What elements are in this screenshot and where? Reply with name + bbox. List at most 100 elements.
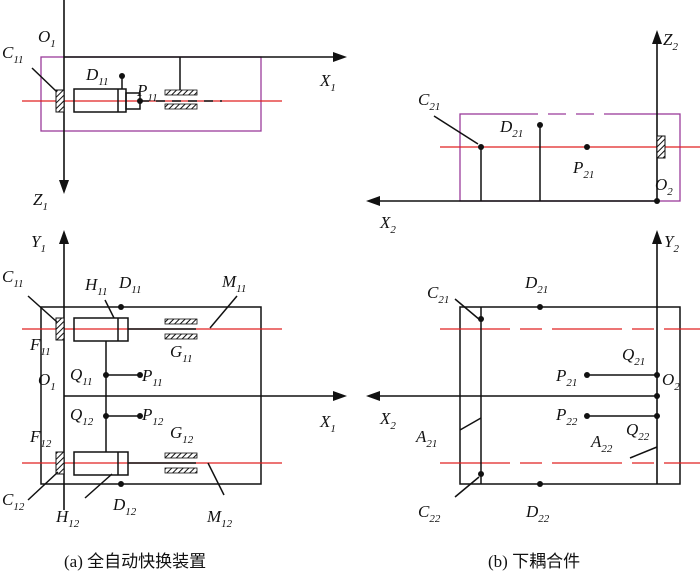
c22-point [478,471,484,477]
label-p11: P11 [136,81,158,104]
d11-point-bottom [118,304,124,310]
x1-arrow-top [333,52,347,62]
label-q21: Q21 [622,345,645,368]
bearing-g12-lower [164,467,198,474]
label-x1: X1 [319,71,336,94]
x2-arrow-top [366,196,380,206]
y2-arrow [652,230,662,244]
label-o1: O1 [38,370,56,393]
label-f12: F12 [29,427,52,450]
label-p22: P22 [555,405,578,428]
x2-arrow-bottom [366,391,380,401]
bearing-g12-upper [164,452,198,459]
d21-point-top [537,122,543,128]
d22-point [537,481,543,487]
bearing-lower-top [164,103,198,110]
label-d11: D11 [85,65,108,88]
leader-c21-top [433,115,479,145]
p22-point [584,413,590,419]
label-c12: C12 [2,490,25,513]
p11-point-bottom [137,372,143,378]
label-p21: P21 [555,366,577,389]
label-x1: X1 [319,412,336,435]
bearing-upper-top [164,89,198,96]
label-d21: D21 [499,117,523,140]
clamp-c11-top [55,89,65,113]
z2-arrow [652,30,662,44]
bearing-g11-upper [164,318,198,325]
panel-a-side-view [22,0,347,194]
leader-c21 [454,298,481,321]
z1-arrow [59,180,69,194]
q12-point [103,413,109,419]
panel-b-side-view [366,30,700,206]
label-o2: O2 [662,370,680,393]
p21-point-top [584,144,590,150]
q22-point [654,413,660,419]
label-a22: A22 [590,432,613,455]
leader-m11 [209,295,238,329]
x1-arrow-bottom [333,391,347,401]
label-p21: P21 [572,158,594,181]
leader-c12 [27,471,59,501]
d11-point [119,73,125,79]
d12-point [118,481,124,487]
clamp-b-top [656,135,666,159]
o2-point-bottom [654,393,660,399]
o2-point [654,198,660,204]
p12-point [137,413,143,419]
label-z2: Z2 [663,30,678,53]
clamp-c11 [55,317,65,341]
label-x2: X2 [379,409,396,432]
bearing-g11-lower [164,333,198,340]
label-o2: O2 [655,175,673,198]
label-z1: Z1 [33,190,48,213]
label-c22: C22 [418,502,441,525]
leader-a22 [629,446,658,459]
label-q11: Q11 [70,365,92,388]
label-q22: Q22 [626,420,650,443]
label-y2: Y2 [664,232,679,255]
label-p12: P12 [141,405,164,428]
label-g12: G12 [170,423,194,446]
caption-b: (b) 下耦合件 [488,552,580,571]
label-f11: F11 [29,335,51,358]
label-p11: P11 [141,366,163,389]
label-x2: X2 [379,213,396,236]
label-d22: D22 [525,502,550,525]
label-h12: H12 [55,507,80,530]
panel-a-top-view [22,230,347,510]
label-d12: D12 [112,495,137,518]
q21-point [654,372,660,378]
label-o1: O1 [38,27,56,50]
p21-point [584,372,590,378]
leader-h11 [104,299,115,319]
y1-arrow [59,230,69,244]
label-c11: C11 [2,267,24,290]
leader-a21 [459,417,482,431]
label-d11: D11 [118,273,141,296]
label-c21: C21 [418,90,440,113]
label-d21: D21 [524,273,548,296]
q11-point [103,372,109,378]
label-h11: H11 [84,275,107,298]
c21-point-top [478,144,484,150]
label-m11: M11 [221,272,246,295]
label-c21: C21 [427,283,449,306]
label-a21: A21 [415,427,437,450]
caption-a: (a) 全自动快换装置 [64,552,206,571]
leader-h12 [84,473,113,499]
leader-c22 [454,476,480,498]
label-y1: Y1 [31,232,46,255]
envelope-b-top [459,113,681,202]
clamp-c12 [55,451,65,475]
label-g11: G11 [170,342,192,365]
label-m12: M12 [206,507,233,530]
label-q12: Q12 [70,405,94,428]
leader-c11 [27,295,58,323]
leader-c11-top [31,67,58,93]
label-c11: C11 [2,43,24,66]
